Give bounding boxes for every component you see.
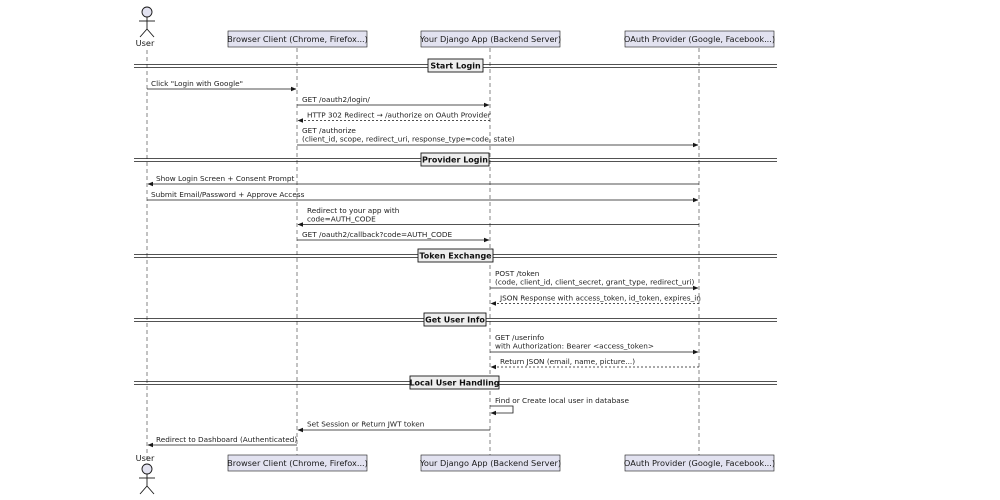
message-label: with Authorization: Bearer <access_token… bbox=[495, 342, 654, 351]
participant-browser-bottom: Browser Client (Chrome, Firefox...) bbox=[227, 454, 368, 472]
message-label: Return JSON (email, name, picture...) bbox=[500, 357, 635, 366]
section-provider-label: Provider Login bbox=[422, 156, 488, 165]
participant-django-top-label: Your Django App (Backend Server) bbox=[419, 34, 561, 44]
participant-oauth-bottom: OAuth Provider (Google, Facebook...) bbox=[624, 454, 775, 472]
message-label: Redirect to Dashboard (Authenticated) bbox=[156, 435, 297, 444]
participant-oauth-top: OAuth Provider (Google, Facebook...) bbox=[624, 30, 775, 48]
actor-user-bottom bbox=[139, 463, 155, 495]
message-label: GET /authorize bbox=[302, 126, 356, 135]
actor-head-icon bbox=[141, 463, 153, 475]
participant-user-top: User bbox=[136, 38, 155, 48]
section-local-label: Local User Handling bbox=[409, 379, 499, 388]
actor-user-top bbox=[139, 6, 155, 38]
participant-browser-top-label: Browser Client (Chrome, Firefox...) bbox=[227, 34, 368, 44]
participant-browser-top: Browser Client (Chrome, Firefox...) bbox=[227, 30, 368, 48]
message-label: GET /oauth2/login/ bbox=[302, 95, 370, 104]
message-label: HTTP 302 Redirect → /authorize on OAuth … bbox=[307, 111, 491, 120]
message-label: JSON Response with access_token, id_toke… bbox=[499, 294, 701, 303]
participant-django-bottom: Your Django App (Backend Server) bbox=[419, 454, 561, 472]
section-divider-provider: Provider Login bbox=[134, 152, 777, 167]
message-label: Set Session or Return JWT token bbox=[307, 420, 424, 429]
message-label: Show Login Screen + Consent Prompt bbox=[156, 174, 294, 183]
self-message-arrow bbox=[490, 405, 514, 416]
message-label: Find or Create local user in database bbox=[495, 396, 629, 405]
participant-django-top: Your Django App (Backend Server) bbox=[419, 30, 561, 48]
section-userinfo-label: Get User Info bbox=[425, 316, 485, 325]
message-label: Submit Email/Password + Approve Access bbox=[151, 190, 305, 199]
message-label: POST /token bbox=[495, 269, 539, 278]
participant-user-bottom: User bbox=[136, 453, 155, 463]
participant-oauth-top-label: OAuth Provider (Google, Facebook...) bbox=[624, 34, 775, 44]
message-label: code=AUTH_CODE bbox=[307, 215, 376, 224]
message-label: GET /oauth2/callback?code=AUTH_CODE bbox=[302, 230, 452, 239]
section-divider-userinfo: Get User Info bbox=[134, 312, 777, 327]
section-divider-token: Token Exchange bbox=[134, 248, 777, 263]
participant-browser-bottom-label: Browser Client (Chrome, Firefox...) bbox=[227, 458, 368, 468]
section-start-label: Start Login bbox=[430, 62, 481, 71]
actor-head-icon bbox=[141, 6, 153, 18]
section-divider-local: Local User Handling bbox=[134, 375, 777, 390]
participant-oauth-bottom-label: OAuth Provider (Google, Facebook...) bbox=[624, 458, 775, 468]
section-token-label: Token Exchange bbox=[419, 252, 492, 261]
message-label: Click "Login with Google" bbox=[151, 79, 243, 88]
participant-django-bottom-label: Your Django App (Backend Server) bbox=[419, 458, 561, 468]
section-divider-start: Start Login bbox=[134, 58, 777, 73]
message-label: Redirect to your app with bbox=[307, 206, 399, 215]
message-label: (client_id, scope, redirect_uri, respons… bbox=[302, 135, 515, 144]
message-label: GET /userinfo bbox=[495, 333, 545, 342]
message-label: (code, client_id, client_secret, grant_t… bbox=[495, 278, 695, 287]
